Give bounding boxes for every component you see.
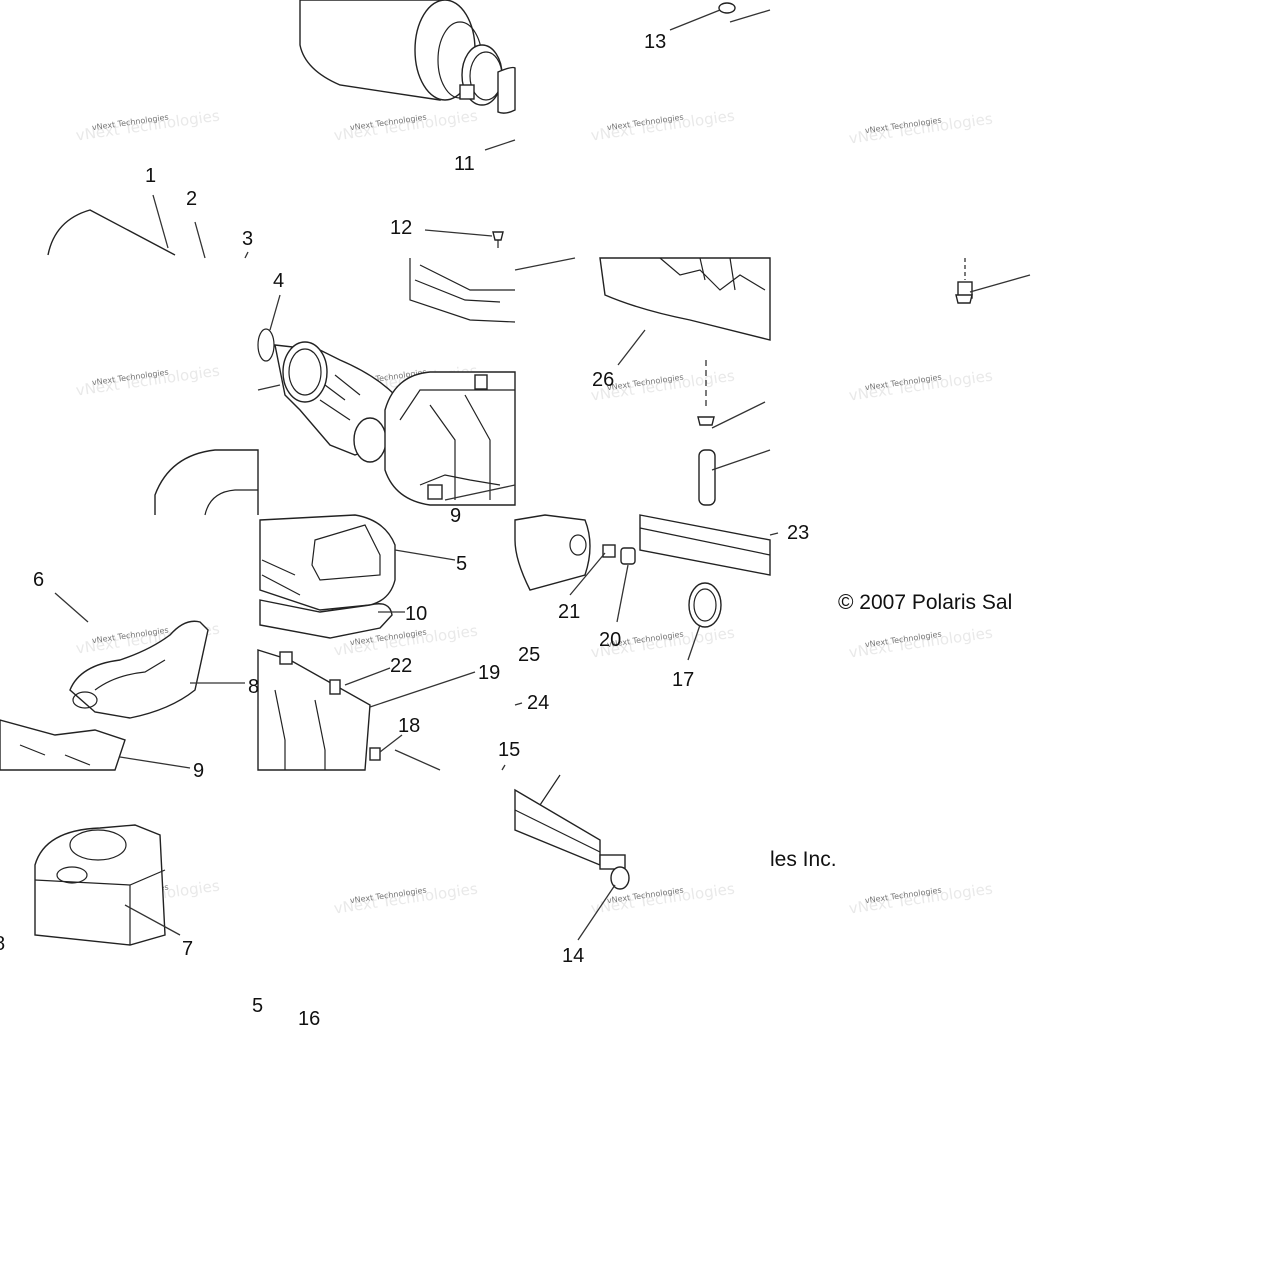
airbox-body <box>384 371 516 506</box>
callout-21: 21 <box>558 601 580 623</box>
callout-16: 16 <box>298 1008 320 1030</box>
leader-lines <box>54 9 1031 941</box>
callout-26: 26 <box>592 369 614 391</box>
callout-12: 12 <box>390 217 412 239</box>
callout-10: 10 <box>405 603 427 625</box>
hose-clamp <box>688 582 722 628</box>
pre-filter-foam <box>47 209 176 256</box>
airbox-lid <box>409 258 516 323</box>
airbox-cover <box>599 257 771 341</box>
callout-6: 6 <box>33 569 44 591</box>
callout-1: 1 <box>145 165 156 187</box>
copyright-text-right: les Inc. <box>770 848 837 871</box>
callout-24: 24 <box>527 692 549 714</box>
callout-5-lower: 5 <box>252 995 263 1017</box>
part-drawings <box>0 0 973 946</box>
airbox-base <box>257 649 371 771</box>
callout-9-top: 9 <box>450 505 461 527</box>
gasket <box>259 599 393 639</box>
callout-23: 23 <box>787 522 809 544</box>
copyright: © 2007 Polaris Sal les Inc. <box>770 591 1012 871</box>
callout-18: 18 <box>398 715 420 737</box>
filter-housing-lower <box>154 449 259 516</box>
callout-3: 3 <box>242 228 253 250</box>
callout-4: 4 <box>273 270 284 292</box>
callout-7: 7 <box>182 938 193 960</box>
callout-8-left: 8 <box>0 933 5 955</box>
airbox-outlet <box>514 514 636 591</box>
callout-17: 17 <box>672 669 694 691</box>
breather-tube <box>697 360 716 506</box>
intake-snorkel <box>69 620 209 719</box>
callouts: 1 2 3 4 5 6 7 8 9 10 11 12 13 14 15 16 1… <box>0 31 809 1030</box>
callout-20: 20 <box>599 629 621 651</box>
callout-5: 5 <box>456 553 467 575</box>
callout-9-left: 9 <box>193 760 204 782</box>
callout-14: 14 <box>562 945 584 967</box>
mounting-bracket <box>0 719 126 771</box>
callout-25: 25 <box>518 644 540 666</box>
callout-15: 15 <box>498 739 520 761</box>
air-filter-frame <box>259 514 396 611</box>
drain-tube <box>514 774 630 890</box>
callout-13: 13 <box>644 31 666 53</box>
intake-duct <box>257 328 401 463</box>
intake-tube <box>639 514 771 576</box>
callout-22: 22 <box>390 655 412 677</box>
misc-fittings <box>369 2 736 761</box>
callout-2: 2 <box>186 188 197 210</box>
air-filter-element <box>299 0 516 114</box>
resonator-box <box>34 824 166 946</box>
callout-19: 19 <box>478 662 500 684</box>
copyright-text-left: © 2007 Polaris Sal <box>838 591 1012 614</box>
callout-8-right: 8 <box>248 676 259 698</box>
breather-fitting <box>955 258 973 304</box>
callout-11: 11 <box>454 153 475 175</box>
